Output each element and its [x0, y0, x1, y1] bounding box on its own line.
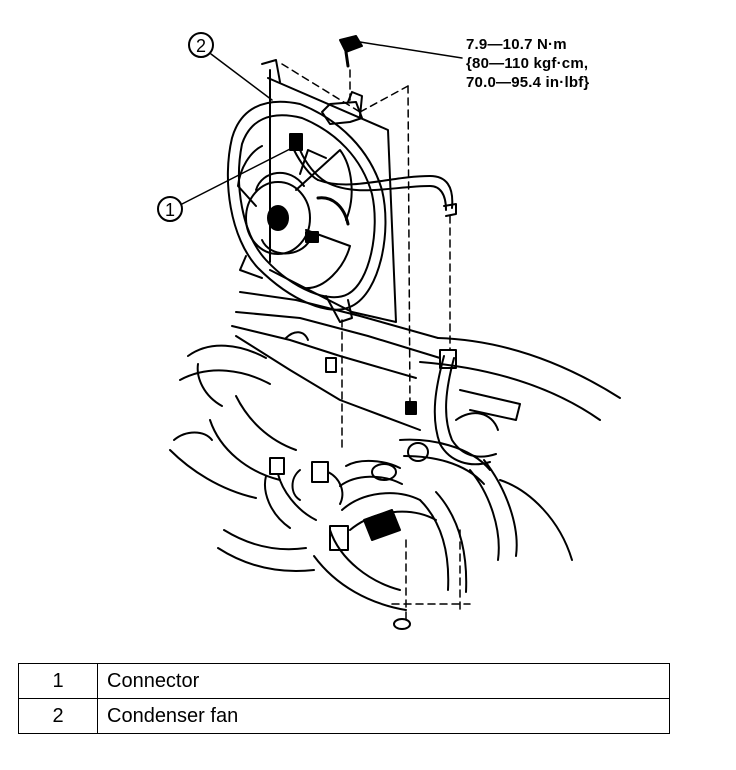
torque-line-2: {80—110 kgf·cm, — [466, 55, 589, 72]
callout-1-label: 1 — [165, 200, 175, 220]
radiator-support — [231, 291, 621, 431]
legend-label: Condenser fan — [97, 698, 670, 734]
legend-row: 1 Connector — [18, 663, 670, 699]
legend-label: Connector — [97, 663, 670, 699]
torque-leader — [359, 41, 463, 59]
fan-motor — [237, 145, 353, 290]
installation-guide-lines — [281, 63, 471, 621]
callout-1: 1 — [157, 147, 293, 222]
condenser-fan-diagram: 2 1 — [157, 32, 621, 630]
parts-legend-table: 1 Connector 2 Condenser fan — [18, 663, 670, 734]
torque-specification: 7.9—10.7 N·m {80—110 kgf·cm, 70.0—95.4 i… — [466, 35, 589, 92]
callout-2: 2 — [188, 32, 273, 101]
callout-2-label: 2 — [196, 36, 206, 56]
mounting-bolt — [339, 35, 363, 68]
engine-bay-components — [169, 344, 573, 630]
legend-number: 2 — [18, 698, 98, 734]
torque-line-1: 7.9—10.7 N·m — [466, 36, 567, 53]
torque-line-3: 70.0—95.4 in·lbf} — [466, 74, 590, 91]
legend-number: 1 — [18, 663, 98, 699]
legend-row: 2 Condenser fan — [18, 698, 670, 734]
